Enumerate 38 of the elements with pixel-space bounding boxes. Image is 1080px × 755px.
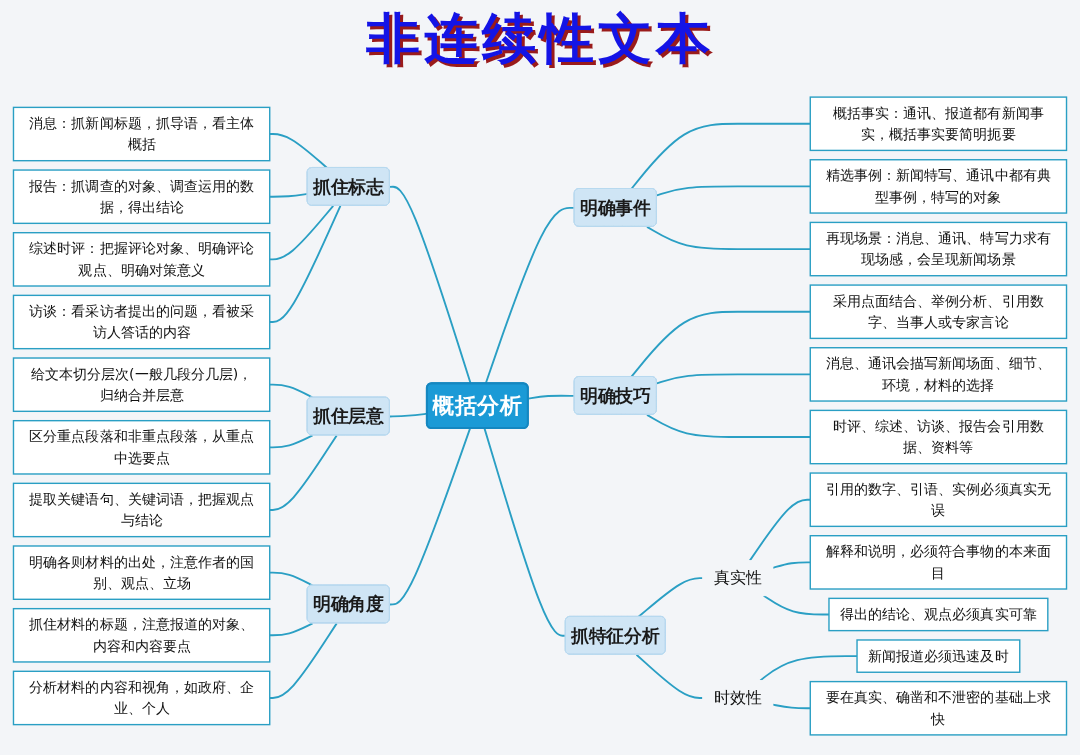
leaf-topic-box: 明确各则材料的出处，注意作者的国别、观点、立场	[12, 545, 271, 600]
branch-topic-box: 明确角度	[306, 584, 390, 624]
connector-line	[759, 655, 858, 682]
leaf-topic-box: 概括事实：通讯、报道都有新闻事实，概括事实要简明扼要	[809, 96, 1068, 152]
branch-topic-box: 抓住标志	[306, 167, 390, 206]
central-topic-box: 概括分析	[425, 382, 529, 430]
leaf-topic-box: 访谈：看采访者提出的问题，看被采访人答话的内容	[12, 294, 271, 350]
connector-line	[483, 427, 567, 637]
connector-line	[637, 577, 704, 618]
branch-topic-box: 抓特征分析	[564, 615, 666, 655]
branch-topic-box: 明确技巧	[573, 376, 657, 415]
leaf-topic-box: 得出的结论、观点必须真实可靠	[828, 597, 1049, 632]
leaf-topic-box: 报告：抓调查的对象、调查运用的数据，得出结论	[12, 169, 271, 225]
leaf-topic-box: 要在真实、确凿和不泄密的基础上求快	[809, 680, 1068, 736]
leaf-topic-box: 精选事例：新闻特写、通讯中都有典型事例，特写的对象	[809, 159, 1068, 214]
leaf-topic-box: 时评、综述、访谈、报告会引用数据、资料等	[809, 409, 1068, 465]
leaf-topic-box: 综述时评：把握评论对象、明确评论观点、明确对策意义	[12, 232, 271, 287]
leaf-topic-box: 再现场景：消息、通讯、特写力求有现场感，会呈现新闻场景	[809, 221, 1068, 277]
leaf-topic-box: 解释和说明，必须符合事物的本来面目	[809, 535, 1068, 590]
leaf-topic-box: 消息：抓新闻标题，抓导语，看主体概括	[12, 106, 271, 162]
leaf-topic-box: 引用的数字、引语、实例必须真实无误	[809, 472, 1068, 528]
connector-line	[635, 653, 704, 699]
connector-line	[388, 185, 472, 385]
leaf-topic-box: 采用点面结合、举例分析、引用数字、当事人或专家言论	[809, 284, 1068, 340]
connector-line	[388, 427, 471, 606]
branch-topic-box: 抓住层意	[306, 396, 390, 436]
leaf-topic-box: 新闻报道必须迅速及时	[856, 639, 1021, 673]
leaf-topic-box: 抓住材料的标题，注意报道的对象、内容和内容要点	[12, 607, 271, 663]
leaf-topic-box: 给文本切分层次(一般几段分几层)，归纳合并层意	[12, 357, 271, 412]
diagram-title: 非连续性文本	[366, 7, 714, 70]
subtopic-text: 真实性	[702, 560, 774, 597]
leaf-topic-box: 消息、通讯会描写新闻场面、细节、环境，材料的选择	[809, 347, 1068, 402]
connector-line	[527, 394, 576, 400]
connector-line	[484, 206, 576, 385]
leaf-topic-box: 提取关键语句、关键词语，把握观点与结论	[12, 482, 271, 538]
leaf-topic-box: 区分重点段落和非重点段落，从重点中选要点	[12, 420, 271, 475]
leaf-topic-box: 分析材料的内容和视角，如政府、企业、个人	[12, 670, 271, 726]
branch-topic-box: 明确事件	[573, 188, 657, 227]
